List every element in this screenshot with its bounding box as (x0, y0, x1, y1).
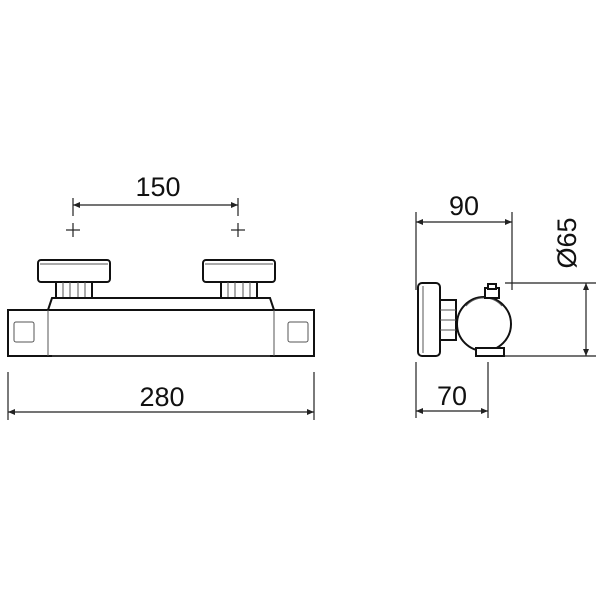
dim-70-arrow-left (416, 408, 423, 414)
dim-90-label: 90 (449, 191, 479, 221)
dim-280-arrow-right (307, 409, 314, 415)
left-handle-knob (37, 259, 111, 283)
dim-70-label: 70 (437, 381, 467, 411)
side-connector (439, 299, 457, 341)
end-cap-left-slot (13, 321, 35, 343)
dim-150-arrow-left (73, 202, 80, 208)
dim-150-label: 150 (135, 172, 180, 202)
mounting-cross-left (66, 223, 80, 237)
left-handle-stem (55, 281, 93, 299)
dimension-150: 150 (72, 172, 239, 216)
side-view: 90 Ø65 (415, 191, 596, 418)
right-handle-knob (202, 259, 276, 283)
dim-150-arrow-right (231, 202, 238, 208)
left-handle (37, 259, 111, 299)
dim-90-arrow-left (416, 219, 423, 225)
wall-plate-outline (417, 282, 441, 357)
bottom-outlet (475, 347, 505, 357)
right-handle (202, 259, 276, 299)
dim-280-label: 280 (139, 382, 184, 412)
dim-280-arrow-left (8, 409, 15, 415)
mounting-cross-right (231, 223, 245, 237)
dimension-280: 280 (7, 372, 315, 420)
dim-dia-arrow-bottom (583, 349, 589, 356)
dimension-70: 70 (415, 362, 489, 418)
front-view: 150 (7, 172, 315, 420)
dim-90-arrow-right (505, 219, 512, 225)
side-body (456, 283, 512, 357)
end-cap-right-slot (287, 321, 309, 343)
right-handle-stem (220, 281, 258, 299)
dimension-90: 90 (415, 191, 513, 290)
side-body-circle (456, 296, 512, 352)
mixer-body-top (46, 297, 276, 311)
mixer-body (7, 297, 315, 357)
side-wall-plate (417, 282, 441, 357)
dim-70-arrow-right (481, 408, 488, 414)
top-nozzle-tip (487, 283, 497, 290)
dim-dia-arrow-top (583, 283, 589, 290)
dimension-diameter: Ø65 (500, 217, 596, 357)
mixer-body-outline (7, 309, 315, 357)
dim-dia-label: Ø65 (552, 217, 582, 268)
